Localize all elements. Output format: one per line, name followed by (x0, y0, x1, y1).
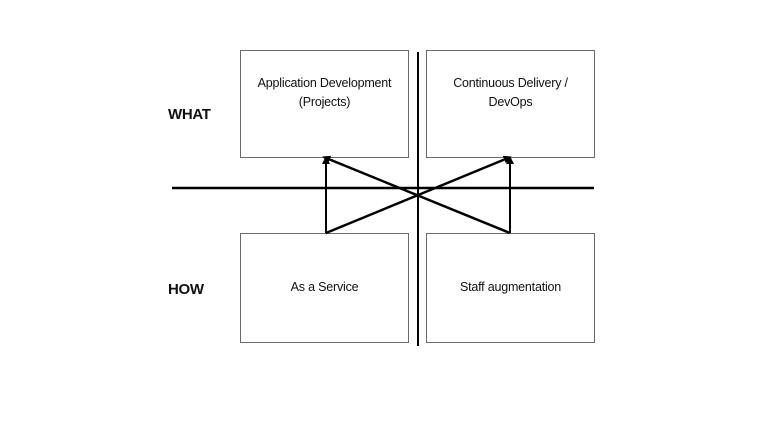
box-as-a-service-label: As a Service (290, 280, 359, 295)
box-as-a-service: As a Service (240, 233, 409, 343)
box-staff-augmentation: Staff augmentation (426, 233, 595, 343)
cross-line-right-to-left (322, 155, 511, 235)
box-staff-augmentation-label: Staff augmentation (459, 280, 562, 295)
box-continuous-delivery: Continuous Delivery / DevOps (426, 50, 595, 158)
row-label-what: WHAT (168, 106, 211, 123)
box-continuous-delivery-label: Continuous Delivery / DevOps (453, 75, 568, 109)
row-label-how: HOW (168, 281, 204, 298)
box-application-development-label: Application Development (Projects) (257, 75, 392, 109)
box-application-development: Application Development (Projects) (240, 50, 409, 158)
